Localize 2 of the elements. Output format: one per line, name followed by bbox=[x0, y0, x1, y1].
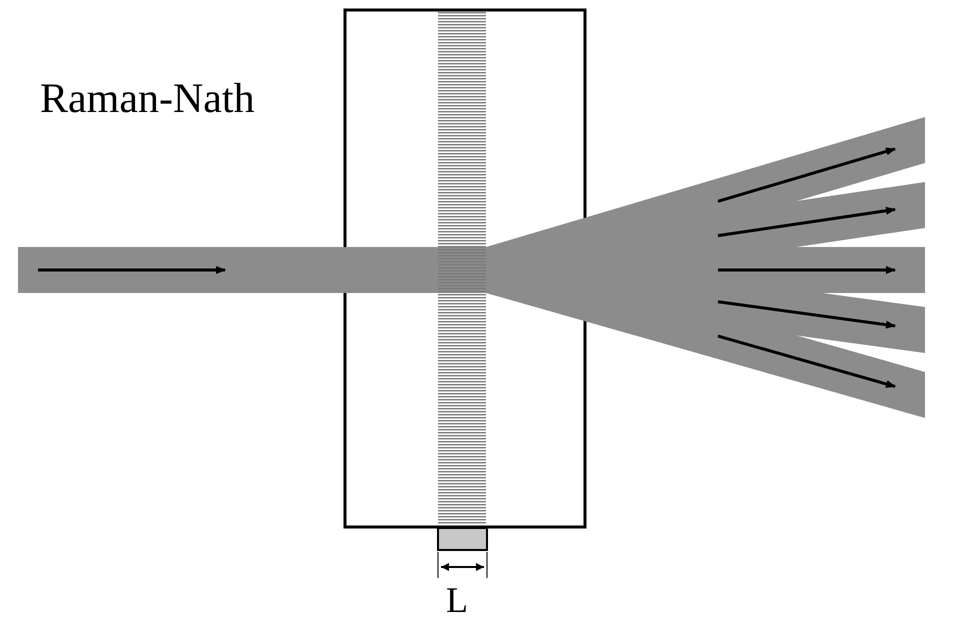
dimension-label: L bbox=[446, 582, 468, 618]
regime-label: Raman-Nath bbox=[40, 78, 255, 120]
